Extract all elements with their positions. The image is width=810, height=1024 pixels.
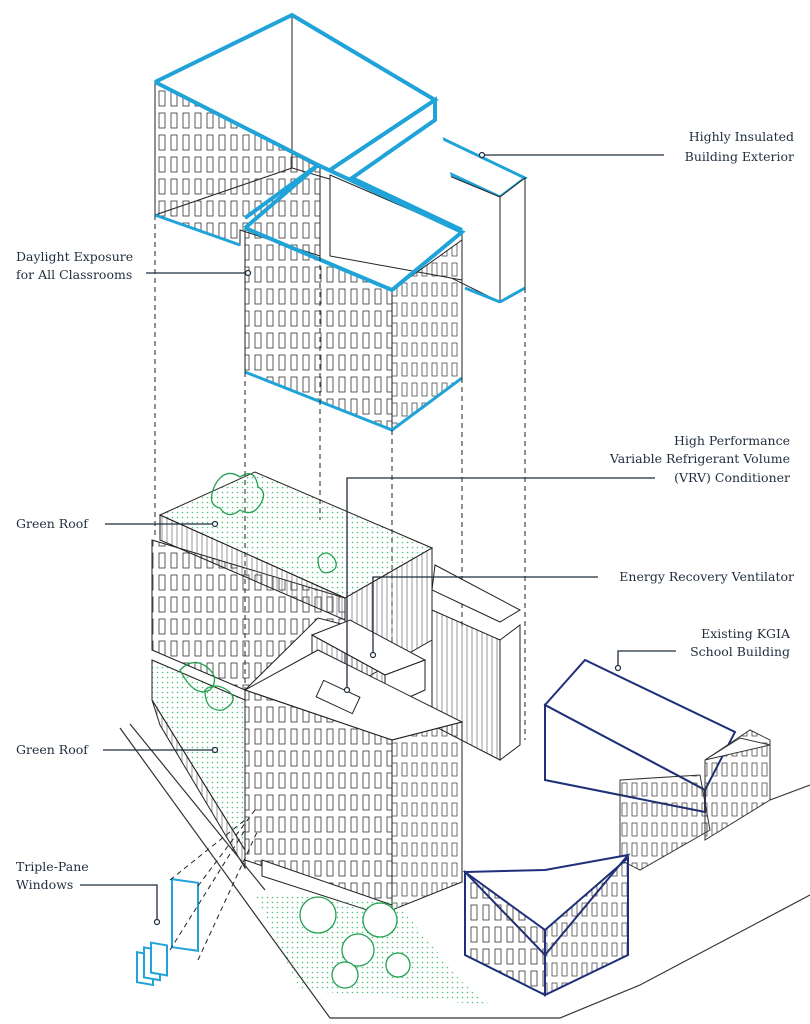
lower-green-roof [151,659,246,852]
label-highly-insulated-line1: Highly Insulated [689,129,794,144]
envelope-side-block-base2 [499,286,526,304]
existing-kgia-building [462,658,771,997]
label-green-roof-lower: Green Roof [16,742,89,757]
label-daylight-line1: Daylight Exposure [16,249,133,264]
podium-facade [151,699,246,870]
assembled-building [151,471,522,919]
label-erv: Energy Recovery Ventilator [619,569,794,584]
label-green-roof-top: Green Roof [16,516,89,531]
kgia-corner-side [544,855,629,997]
label-vrv-line3: (VRV) Conditioner [674,470,790,485]
leader-kgia [617,650,676,668]
envelope-side-block-face [499,176,526,303]
window-assembly [171,878,199,952]
envelope-left-base-outline [154,213,241,247]
label-kgia-line2: School Building [690,644,790,659]
rear-annex-top [431,564,522,623]
site-outline [119,723,810,1019]
front-block-right-facade [391,721,463,911]
exploded-building-envelope [154,12,528,432]
kgia-mid-row [619,774,711,871]
callout-labels: Highly Insulated Building Exterior Dayli… [16,129,794,892]
roof-trees [179,472,337,711]
triple-pane-window-detail [136,809,259,987]
pane-3 [150,941,168,977]
label-vrv-line1: High Performance [674,433,790,448]
label-triple-pane-line2: Windows [16,877,73,892]
leader-dots [153,151,622,926]
envelope-side-block-base [464,286,501,304]
label-vrv-line2: Variable Refrigerant Volume [609,451,790,466]
plaza-trees [299,896,411,989]
label-daylight-line2: for All Classrooms [16,267,132,282]
envelope-front-roof-outline [243,162,466,293]
label-kgia-line1: Existing KGIA [701,626,791,641]
rear-annex-side [499,624,521,761]
vrv-unit [315,679,361,715]
label-triple-pane-line1: Triple-Pane [16,859,89,874]
leader-erv [372,576,598,655]
leader-vrv [346,477,655,690]
leader-triple-pane [80,884,158,922]
leader-lines [80,154,676,922]
envelope-middle-roof-outline [328,96,463,232]
label-highly-insulated-line2: Building Exterior [685,149,794,164]
kgia-gable [704,737,771,761]
